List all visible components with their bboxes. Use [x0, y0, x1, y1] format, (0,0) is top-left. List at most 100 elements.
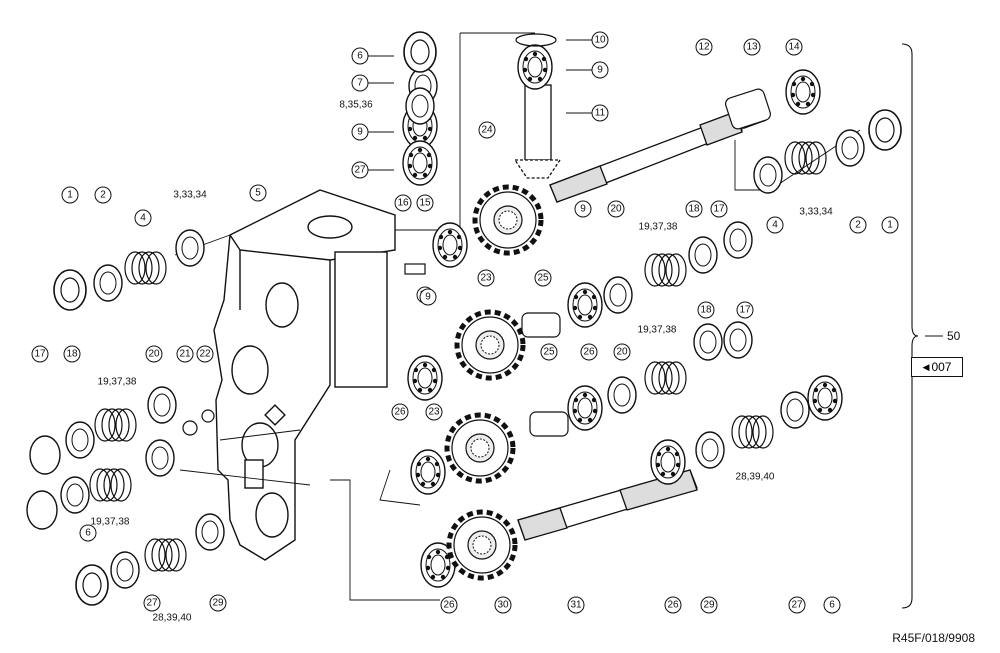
callout-6: 6 [351, 47, 394, 65]
callout-19-37-38: 19,37,38 [639, 222, 678, 233]
callout-6: 6 [79, 524, 97, 542]
callout-label: 29 [703, 600, 715, 611]
callout-23: 23 [477, 269, 495, 287]
callout-11: 11 [566, 104, 609, 122]
callout-27: 27 [788, 596, 806, 614]
callout-label: 9 [425, 292, 431, 303]
callout-label: 25 [537, 273, 549, 284]
callout-label: 30 [497, 600, 509, 611]
callout-16: 16 [394, 194, 412, 212]
callout-label: 17 [713, 204, 725, 215]
callout-23: 23 [425, 403, 443, 421]
callout-label: 11 [595, 108, 606, 119]
callout-label: 1 [67, 190, 73, 201]
gearbox-housing [213, 189, 396, 561]
callout-label: 26 [667, 600, 679, 611]
drawing-code: R45F/018/9908 [892, 631, 975, 645]
callout-18: 18 [697, 301, 715, 319]
callout-9: 9 [566, 61, 609, 79]
callout-3-33-34: 3,33,34 [799, 207, 833, 218]
callout-26: 26 [440, 596, 458, 614]
callout-17: 17 [736, 301, 754, 319]
callout-9: 9 [351, 123, 394, 141]
callout-8-35-36: 8,35,36 [339, 100, 373, 111]
callout-label: 9 [357, 127, 363, 138]
page-reference-box[interactable]: ◀ 007 [911, 357, 963, 377]
small-parts [182, 33, 772, 436]
callout-label: 27 [146, 598, 158, 609]
callout-label: 3,33,34 [799, 207, 833, 218]
callout-label: 23 [428, 407, 440, 418]
callout-label: 6 [85, 528, 91, 539]
callout-label: 16 [397, 198, 409, 209]
callout-19-37-38: 19,37,38 [91, 517, 130, 528]
left-triangle-icon: ◀ [922, 361, 930, 372]
callout-label: 25 [543, 347, 555, 358]
callout-label: 18 [66, 349, 78, 360]
callout-12: 12 [695, 38, 713, 56]
callout-label: 6 [829, 600, 835, 611]
callout-26: 26 [664, 596, 682, 614]
callout-25: 25 [540, 343, 558, 361]
callout-9: 9 [574, 200, 592, 218]
callout-label: 27 [354, 165, 366, 176]
callout-label: 6 [357, 51, 363, 62]
callout-1: 1 [61, 186, 79, 204]
callout-label: 12 [698, 42, 710, 53]
callout-29: 29 [700, 596, 718, 614]
callout-17: 17 [710, 200, 728, 218]
callout-label: 31 [570, 600, 582, 611]
callout-label: 9 [597, 65, 603, 76]
callout-18: 18 [685, 200, 703, 218]
callout-1: 1 [881, 216, 899, 234]
callout-label: 29 [212, 598, 224, 609]
pinion-shaft [513, 84, 562, 179]
callout-26: 26 [391, 403, 409, 421]
callout-3-33-34: 3,33,34 [173, 190, 207, 201]
callout-label: 20 [610, 204, 622, 215]
callout-6: 6 [823, 596, 841, 614]
callout-label: 10 [594, 35, 606, 46]
callout-label: 20 [616, 347, 628, 358]
callout-label: 18 [688, 204, 700, 215]
callout-label: 17 [739, 305, 751, 316]
callout-9: 9 [419, 288, 437, 306]
callout-label: 22 [199, 349, 211, 360]
callout-label: 19,37,38 [98, 377, 137, 388]
callout-24: 24 [478, 121, 496, 139]
callout-label: 26 [394, 407, 406, 418]
callout-19-37-38: 19,37,38 [98, 377, 137, 388]
callout-28-39-40: 28,39,40 [736, 472, 775, 483]
callout-label: 26 [443, 600, 455, 611]
callout-27: 27 [351, 161, 394, 179]
callout-label: 18 [700, 305, 712, 316]
assembly-bracket [901, 43, 943, 609]
callout-27: 27 [143, 594, 161, 612]
callout-label: 5 [255, 188, 261, 199]
callout-label: 19,37,38 [639, 222, 678, 233]
callout-2: 2 [94, 186, 112, 204]
callout-label: 8,35,36 [339, 100, 373, 111]
callout-label: 23 [480, 273, 492, 284]
page-reference-text: 007 [931, 360, 952, 374]
callout-label: 28,39,40 [153, 613, 192, 624]
callout-2: 2 [849, 216, 867, 234]
callout-4: 4 [766, 216, 784, 234]
callout-label: 4 [140, 213, 146, 224]
callout-label: 7 [357, 78, 363, 89]
callout-10: 10 [566, 31, 609, 49]
assembly-label: 50 [947, 329, 961, 343]
callout-31: 31 [567, 596, 585, 614]
callout-18: 18 [63, 345, 81, 363]
callout-label: 13 [746, 42, 758, 53]
callout-label: 9 [580, 204, 586, 215]
stub-shafts [404, 263, 569, 437]
callout-label: 15 [419, 198, 431, 209]
callout-label: 2 [855, 220, 861, 231]
callout-20: 20 [613, 343, 631, 361]
callout-label: 1 [887, 220, 893, 231]
callout-29: 29 [209, 594, 227, 612]
callout-label: 3,33,34 [173, 190, 207, 201]
